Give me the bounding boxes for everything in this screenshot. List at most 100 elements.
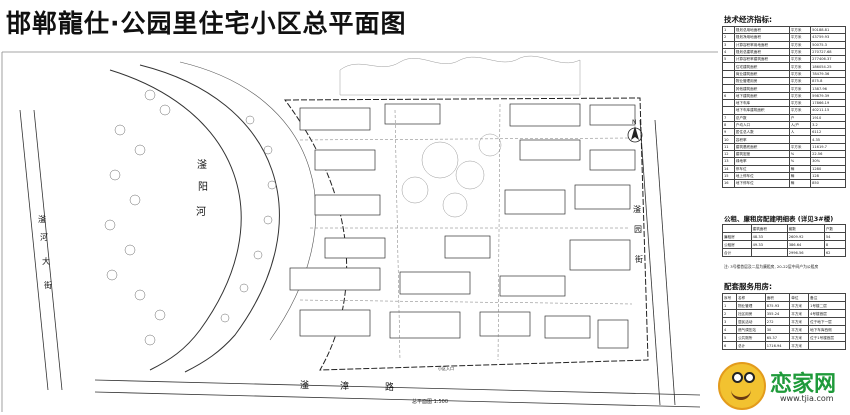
afford-table-cell: 48.33 [750, 232, 788, 241]
tech-table-cell: 2 [722, 33, 735, 42]
service-table-cell: 2 [722, 309, 737, 318]
drawing-caption: 总平面图 1:500 [412, 398, 448, 405]
tech-table-cell: 9 [722, 128, 735, 137]
service-table-cell: 355.24 [764, 309, 791, 318]
service-table-cell: 位于1号楼首层 [808, 333, 846, 342]
tech-table-cell: 住宅建筑面积 [733, 62, 790, 71]
tech-table-cell: 平方米 [788, 69, 812, 79]
road-bottom-char-2: 漳 [340, 380, 349, 392]
tech-table-cell: 地下车库建筑面积 [733, 106, 790, 115]
tech-table-cell: 地上停车位 [733, 171, 790, 181]
tech-table-cell: 平方米 [788, 33, 812, 42]
river-label-2: 阳 [198, 181, 208, 193]
tech-table-cell: 78479.36 [810, 69, 846, 79]
street-left-char-2: 河 [40, 232, 48, 242]
service-table-cell: 位于地下一层 [808, 317, 846, 326]
tech-table-cell: 计算容积率建筑面积 [733, 55, 790, 64]
afford-table-cell: 62 [823, 248, 847, 257]
tech-table-cell: 规划净用地面积 [733, 33, 790, 42]
afford-table-cell: 386.64 [786, 240, 825, 249]
page-title: 邯郸龍仕·公园里住宅小区总平面图 [6, 9, 407, 38]
tech-table-cell: 平方米 [788, 40, 812, 49]
tech-table-cell: 7 [722, 113, 735, 122]
service-table-cell: 1 [722, 301, 737, 310]
tech-table-cell: 6 [722, 91, 735, 100]
tech-table-cell: 11619.7 [810, 142, 846, 152]
afford-table-cell: 8 [823, 240, 847, 249]
river: 滏 阳 河 [109, 61, 317, 373]
entrance-label: 小区入口 [438, 365, 454, 371]
tech-table-cell: 停车位 [733, 164, 790, 173]
tech-table-cell: 平方米 [788, 98, 812, 108]
tech-table-cell: 平方米 [788, 77, 812, 86]
tech-table-cell: 建筑基底面积 [733, 142, 790, 152]
service-table-cell: 总计 [735, 341, 766, 350]
service-table-cell: 面积 [764, 293, 791, 302]
tech-table-cell: 人/户 [788, 120, 812, 130]
service-table-cell: 物业管理 [735, 301, 766, 310]
tech-table-cell: 1910 [810, 113, 846, 122]
river-label-1: 滏 [197, 159, 207, 171]
service-heading: 配套服务用房: [724, 282, 772, 291]
tech-table-cell: 建筑密度 [733, 150, 790, 159]
tech-table-cell: % [788, 150, 812, 159]
tech-table-cell: 4.35 [810, 135, 846, 144]
tech-table-cell [722, 106, 735, 115]
tech-table-cell: 规划总用地面积 [733, 25, 790, 35]
service-table-cell: 4 [722, 325, 737, 334]
tech-table-cell: 875.8 [810, 77, 846, 86]
street-left-char-4: 街 [44, 280, 52, 290]
afford-table-cell: 54 [823, 232, 847, 241]
afford-table-cell: 套数 [786, 224, 825, 233]
tech-table-cell: 3.2 [810, 120, 846, 130]
watermark-logo: 恋家网 www.tjia.com [712, 360, 848, 412]
afford-heading: 公租、廉租房配建明细表 (详见3#楼) [724, 215, 834, 223]
service-table-cell: 3 [722, 317, 737, 326]
street-left-char-3: 大 [42, 256, 50, 266]
street-left-char-1: 滏 [38, 214, 46, 224]
tech-table-cell: 277406.37 [810, 55, 846, 64]
tech-table-cell: 128 [810, 171, 846, 181]
river-label-3: 河 [196, 206, 206, 218]
tech-table-cell [788, 135, 812, 144]
tech-table-cell: 规划总建筑面积 [733, 47, 790, 57]
tech-table-cell: 平方米 [788, 55, 812, 64]
street-right-char-3: 街 [635, 254, 643, 264]
service-table-cell: 序号 [722, 293, 737, 302]
afford-table-cell: 合计 [722, 248, 752, 257]
tech-table-cell: 户 [788, 113, 812, 122]
service-table-cell: 公共厕所 [735, 333, 766, 342]
afford-table-cell: 户数 [823, 224, 847, 233]
tech-table-cell: 43759.93 [810, 33, 846, 42]
tech-table-cell: 绿地率 [733, 157, 790, 166]
service-table-cell: 单位 [789, 293, 810, 302]
tech-table-cell: 地下建筑面积 [733, 91, 790, 100]
tech-table-cell: 物业管理用房 [733, 77, 790, 86]
tech-table-cell: 商业建筑面积 [733, 69, 790, 79]
tech-table-cell: 辆 [788, 164, 812, 173]
tech-table-cell: 270727.68 [810, 47, 846, 57]
tech-table-cell: 17866.19 [810, 98, 846, 108]
service-table-row: 序号名称面积单位备注 [722, 293, 846, 302]
tech-table-cell: 容积率 [733, 135, 790, 144]
service-table-cell: 居民活动 [735, 317, 766, 326]
north-arrow-icon: N [627, 119, 643, 143]
tech-table-cell: 平方米 [788, 84, 812, 93]
afford-table-cell: 49.33 [750, 240, 788, 249]
tech-table-cell: 平方米 [788, 142, 812, 152]
tech-table-cell: 总户数 [733, 113, 790, 122]
